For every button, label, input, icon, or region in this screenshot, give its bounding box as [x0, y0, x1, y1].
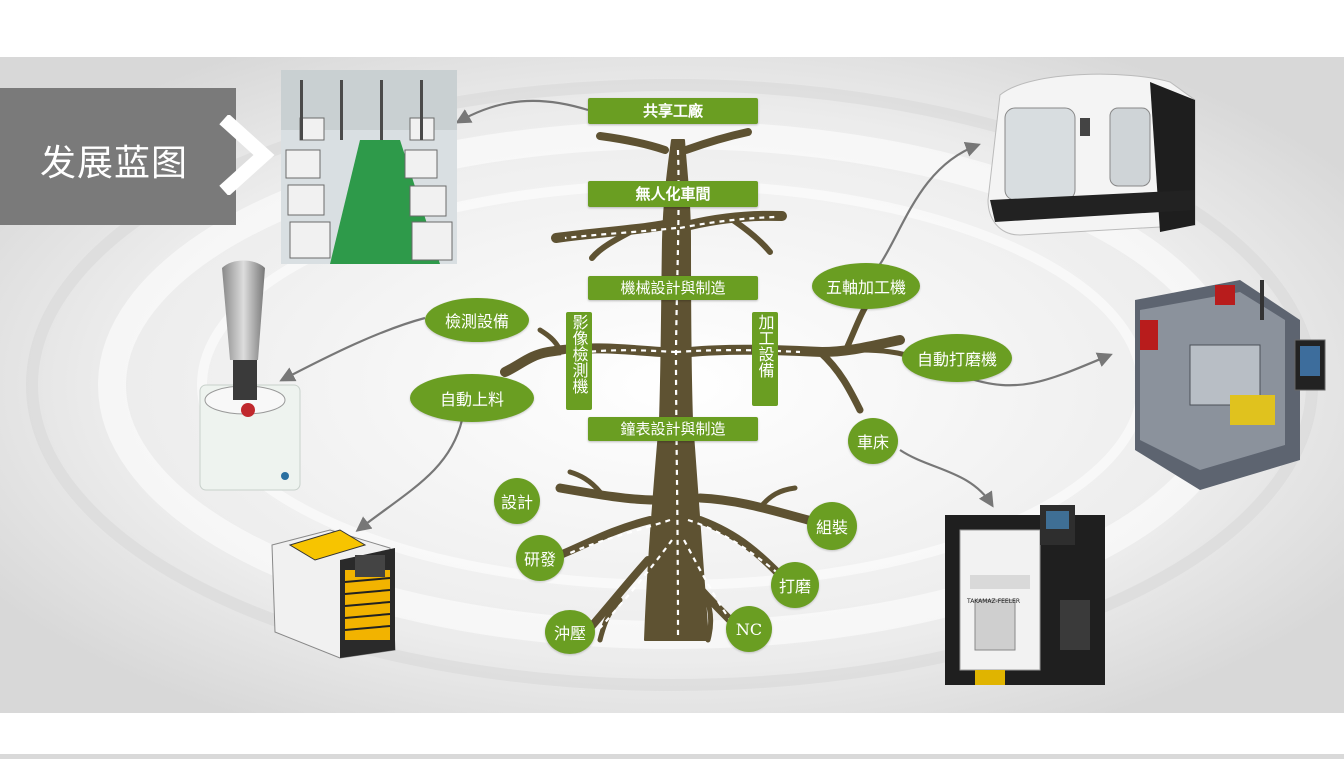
label-five-axis: 五軸加工機 [812, 263, 920, 309]
label-shared-factory: 共享工廠 [588, 98, 758, 124]
root-assembly: 組裝 [807, 502, 857, 550]
label-inspection-equipment: 檢測設備 [425, 298, 529, 342]
polishing-machine-photo [1135, 280, 1326, 490]
label-machinery-design: 機械設計與制造 [588, 276, 758, 300]
title-chevron-icon [219, 115, 275, 195]
label-processing-equipment-text: 加工設備 [755, 314, 775, 378]
label-lathe: 車床 [848, 418, 898, 464]
root-stamping: 沖壓 [545, 610, 595, 654]
root-polishing: 打磨 [771, 562, 819, 608]
label-image-inspection: 影像檢測機 [566, 312, 592, 410]
road-markings [559, 149, 801, 636]
label-unmanned-workshop: 無人化車間 [588, 181, 758, 207]
five-axis-machine-photo [987, 73, 1196, 236]
lathe-brand-text: TAKAMAZ-FEELER [966, 598, 1020, 605]
factory-photo [281, 70, 457, 264]
connector-arrows [279, 99, 1113, 532]
cnc-lathe-photo: TAKAMAZ-FEELER [945, 505, 1105, 685]
label-processing-equipment: 加工設備 [752, 312, 778, 406]
root-nc: NC [726, 606, 772, 652]
label-auto-polishing: 自動打磨機 [902, 334, 1012, 382]
root-design: 設計 [494, 478, 540, 524]
footer-divider [0, 754, 1344, 759]
root-rnd: 研發 [516, 535, 564, 581]
title-panel [0, 88, 236, 225]
label-watch-design: 鐘表設計與制造 [588, 417, 758, 441]
label-auto-loading: 自動上料 [410, 374, 534, 422]
page-title: 发展蓝图 [40, 143, 189, 184]
auto-loader-photo [271, 529, 396, 659]
label-image-inspection-text: 影像檢測機 [569, 314, 589, 394]
inspection-device-photo [199, 260, 301, 491]
